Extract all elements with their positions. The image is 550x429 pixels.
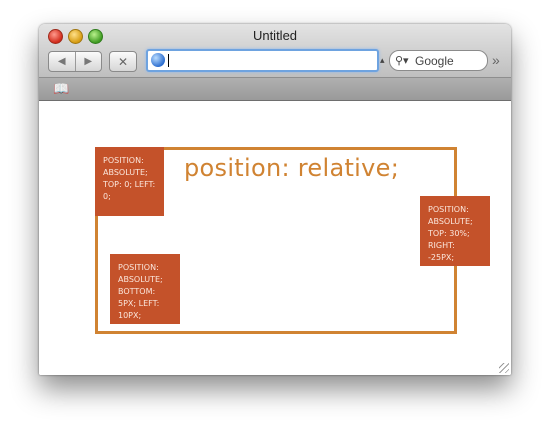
toolbar-overflow-icon[interactable]: » <box>492 52 500 68</box>
close-window-button[interactable] <box>48 29 63 44</box>
globe-icon <box>151 53 165 67</box>
url-field[interactable] <box>146 49 379 72</box>
absolute-box-top-left: position: absolute; top: 0; left: 0; <box>95 147 164 216</box>
book-icon[interactable]: 📖 <box>53 81 70 96</box>
page-content: position: relative; position: absolute; … <box>39 101 511 375</box>
minimize-window-button[interactable] <box>68 29 83 44</box>
back-forward-group: ◀ ▶ <box>48 51 102 72</box>
bookmarks-bar: 📖 <box>39 78 511 101</box>
title-toolbar: Untitled ◀ ▶ ✕ ▴ ⚲▾ Google » <box>39 24 511 78</box>
url-dropdown-icon[interactable]: ▴ <box>380 55 385 65</box>
search-icon[interactable]: ⚲▾ <box>395 55 409 67</box>
absolute-box-right: position: absolute; top: 30%; right: -25… <box>420 196 490 266</box>
stop-button[interactable]: ✕ <box>109 51 137 72</box>
resize-handle[interactable] <box>499 363 509 373</box>
stop-icon: ✕ <box>117 54 129 69</box>
back-button[interactable]: ◀ <box>49 52 76 71</box>
zoom-window-button[interactable] <box>88 29 103 44</box>
relative-container: position: relative; position: absolute; … <box>95 147 490 334</box>
search-placeholder: Google <box>415 53 454 68</box>
search-field[interactable]: ⚲▾ Google <box>389 50 488 71</box>
absolute-box-bottom-left: position: absolute; bottom: 5px; left: 1… <box>110 254 180 324</box>
relative-label: position: relative; <box>184 154 400 182</box>
browser-window: Untitled ◀ ▶ ✕ ▴ ⚲▾ Google » 📖 position:… <box>39 24 511 375</box>
text-caret <box>168 54 169 67</box>
forward-button[interactable]: ▶ <box>76 52 102 71</box>
back-arrow-icon: ◀ <box>57 56 66 67</box>
window-title: Untitled <box>252 28 298 43</box>
forward-arrow-icon: ▶ <box>84 56 93 67</box>
